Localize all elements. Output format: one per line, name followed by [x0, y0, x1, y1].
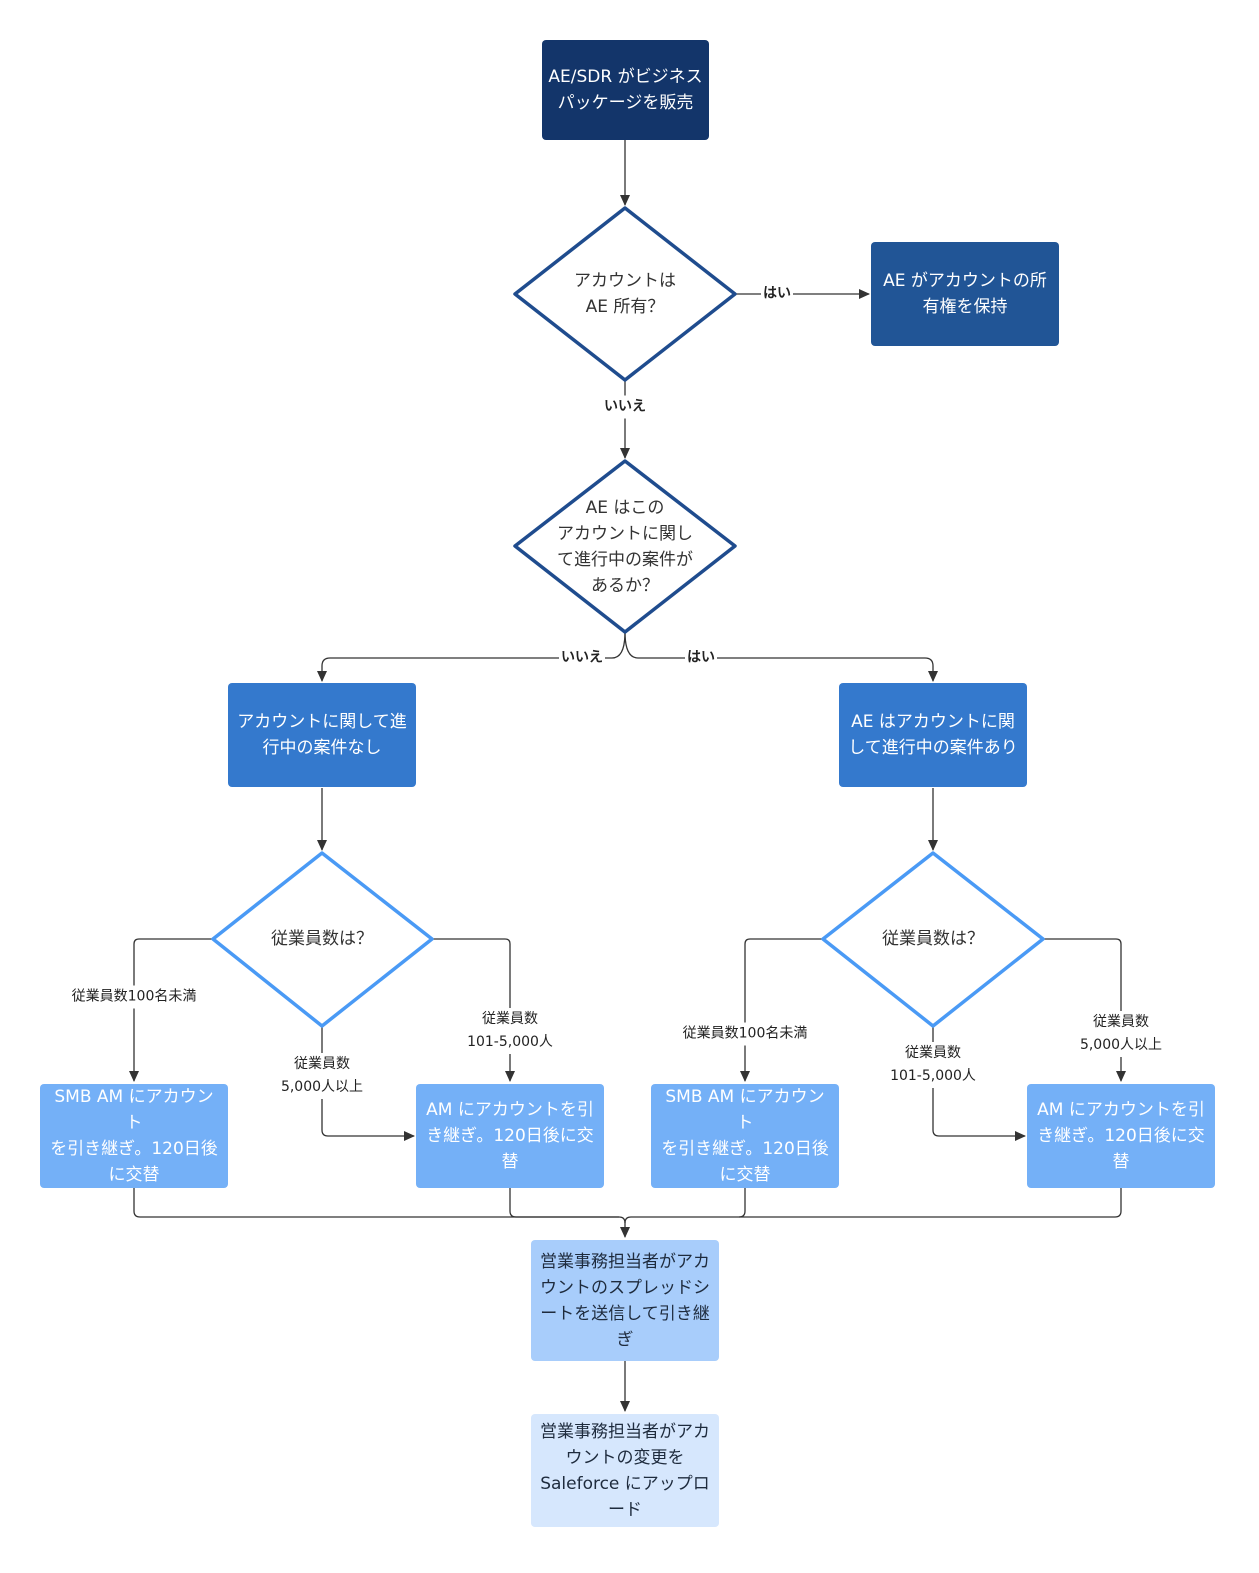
- decision-emp-right-text[interactable]: 従業員数は？: [882, 929, 984, 949]
- edge-merge-2: [509, 1188, 619, 1218]
- node-am-left[interactable]: AM にアカウントを引 き継ぎ。120日後に交 替: [416, 1084, 604, 1188]
- label-owned-no: いいえ: [602, 395, 648, 419]
- label-right-over-5000: 従業員数 5,000人以上: [1077, 1011, 1165, 1057]
- edge-merge-4: [739, 1188, 1122, 1218]
- node-am-right[interactable]: AM にアカウントを引 き継ぎ。120日後に交 替: [1027, 1084, 1215, 1188]
- decision-emp-left-text[interactable]: 従業員数は？: [271, 929, 373, 949]
- label-left-101-5000: 従業員数 101-5,000人: [465, 1008, 555, 1054]
- decision-owned-shape: [513, 206, 737, 382]
- label-left-under-100: 従業員数100名未満: [69, 985, 199, 1009]
- node-smb-am-left[interactable]: SMB AM にアカウント を引き継ぎ。120日後 に交替: [40, 1084, 228, 1188]
- node-has-active-deal[interactable]: AE はアカウントに関 して進行中の案件あり: [839, 683, 1027, 787]
- label-right-101-5000: 従業員数 101-5,000人: [888, 1042, 978, 1088]
- decision-emp-left-shape: [211, 851, 434, 1028]
- decision-owned-text[interactable]: アカウントは AE 所有？: [574, 271, 676, 317]
- node-smb-am-right[interactable]: SMB AM にアカウント を引き継ぎ。120日後 に交替: [651, 1084, 839, 1188]
- label-owned-yes: はい: [761, 282, 793, 306]
- edge-right-small: [740, 938, 823, 1082]
- edge-left-large: [321, 1026, 415, 1141]
- node-no-active-deal[interactable]: アカウントに関して進 行中の案件なし: [228, 683, 416, 787]
- label-active-yes: はい: [685, 646, 717, 670]
- edge-active-yes: [624, 631, 938, 682]
- edge-active-no: [317, 631, 626, 682]
- edge-merge-1: [133, 1188, 630, 1238]
- edge-left-mid: [432, 938, 515, 1082]
- node-ae-keeps-ownership[interactable]: AE がアカウントの所 有権を保持: [871, 242, 1059, 346]
- edge-right-mid: [932, 1026, 1026, 1141]
- edge-right-large: [1043, 938, 1126, 1082]
- node-ops-send-spreadsheet[interactable]: 営業事務担当者がアカ ウントのスプレッドシ ートを送信して引き継 ぎ: [531, 1240, 719, 1361]
- node-start[interactable]: AE/SDR がビジネス パッケージを販売: [542, 40, 709, 140]
- label-right-under-100: 従業員数100名未満: [680, 1022, 810, 1046]
- decision-active-text[interactable]: AE はこの アカウントに関し て進行中の案件が あるか？: [557, 498, 693, 596]
- label-active-no: いいえ: [559, 646, 605, 670]
- label-left-over-5000: 従業員数 5,000人以上: [278, 1053, 366, 1099]
- node-ops-upload-salesforce[interactable]: 営業事務担当者がアカ ウントの変更を Saleforce にアップロ ード: [531, 1414, 719, 1527]
- edge-left-small: [129, 938, 213, 1082]
- edge-merge-3: [624, 1188, 746, 1224]
- decision-active-shape: [513, 459, 737, 634]
- decision-emp-right-shape: [821, 851, 1045, 1028]
